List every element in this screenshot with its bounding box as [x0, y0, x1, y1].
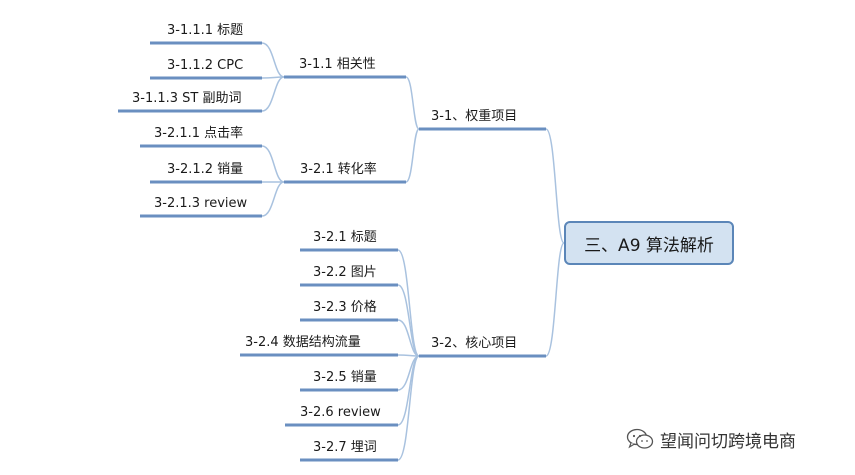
leaf-conversion-sales[interactable]: 3-2.1.2 销量 — [167, 162, 244, 177]
underlines — [118, 41, 546, 462]
leaf-conversion-ctr[interactable]: 3-2.1.1 点击率 — [154, 126, 244, 141]
root-node[interactable]: 三、A9 算法解析 — [564, 221, 734, 265]
connector-relevance-leaf-3 — [261, 76, 285, 112]
core-image[interactable]: 3-2.2 图片 — [313, 265, 377, 280]
connector-core-item-7 — [397, 355, 420, 461]
core-data-structure-traffic[interactable]: 3-2.4 数据结构流量 — [245, 335, 361, 350]
connector-root-branch-1 — [545, 128, 565, 244]
watermark: 望闻问切跨境电商 — [626, 427, 796, 452]
connector-branch-1-conversion — [405, 128, 420, 183]
leaf-relevance-cpc[interactable]: 3-1.1.2 CPC — [167, 58, 244, 73]
leaf-conversion-review[interactable]: 3-2.1.3 review — [154, 196, 248, 211]
connector-conversion-leaf-1 — [261, 145, 285, 183]
core-sales[interactable]: 3-2.5 销量 — [313, 370, 377, 385]
core-title[interactable]: 3-2.1 标题 — [313, 230, 377, 245]
node-relevance[interactable]: 3-1.1 相关性 — [299, 57, 376, 72]
connector-relevance-leaf-1 — [261, 42, 285, 78]
connectors — [261, 42, 565, 461]
root-label: 三、A9 算法解析 — [584, 235, 714, 256]
connector-core-item-3 — [397, 319, 420, 357]
branch-weight-items[interactable]: 3-1、权重项目 — [431, 109, 518, 124]
connector-core-item-1 — [397, 249, 420, 357]
branch-core-items[interactable]: 3-2、核心项目 — [431, 336, 518, 351]
leaf-relevance-title[interactable]: 3-1.1.1 标题 — [167, 23, 244, 38]
wechat-icon — [626, 428, 654, 449]
node-conversion-rate[interactable]: 3-2.1 转化率 — [300, 162, 377, 177]
core-review[interactable]: 3-2.6 review — [300, 405, 381, 420]
watermark-text: 望闻问切跨境电商 — [660, 431, 796, 452]
core-embedded-words[interactable]: 3-2.7 埋词 — [313, 440, 377, 455]
connector-branch-1-relevance — [405, 76, 420, 130]
connector-conversion-leaf-3 — [261, 181, 285, 217]
leaf-relevance-st[interactable]: 3-1.1.3 ST 副助词 — [132, 91, 242, 106]
core-price[interactable]: 3-2.3 价格 — [313, 300, 377, 315]
connector-root-branch-2 — [545, 242, 565, 357]
